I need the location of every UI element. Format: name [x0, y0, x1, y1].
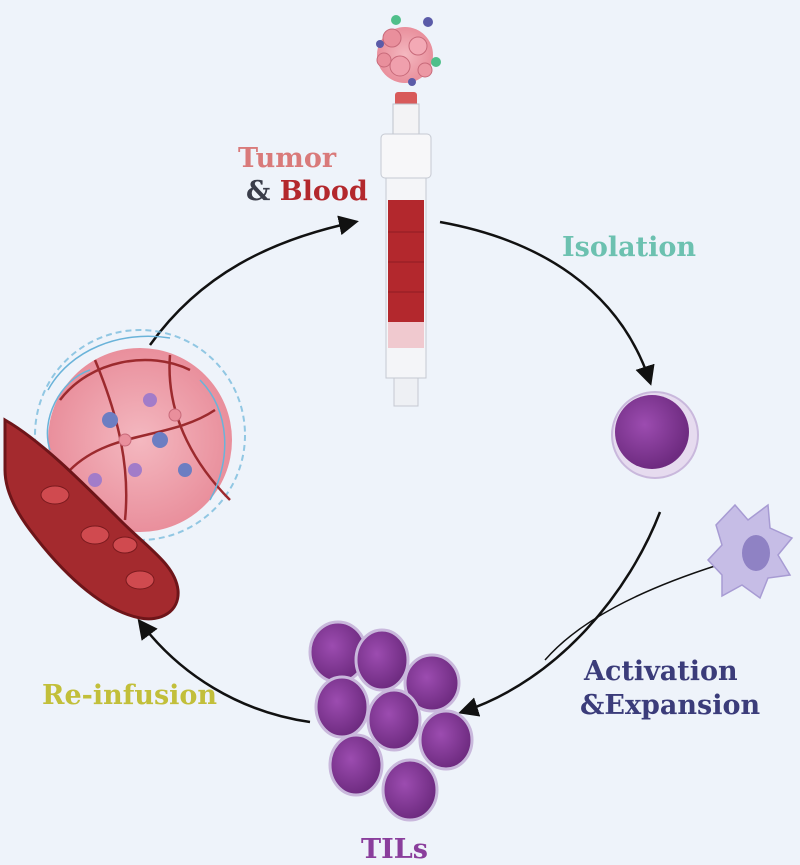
tumor-sample-icon [376, 15, 441, 86]
dendritic-cell-icon [706, 503, 794, 600]
arrow-isolation-to-expansion [458, 511, 662, 717]
arrow-collection-to-isolation [439, 220, 655, 386]
activation-label: Activation [584, 656, 738, 687]
blood-label: & Blood [246, 178, 368, 205]
tumor-text: Tumor [238, 143, 337, 174]
isolated-t-cell-icon [611, 391, 699, 479]
reinfusion-label: Re-infusion [42, 680, 218, 711]
arrow-reinfusion-to-collection [148, 215, 359, 346]
blood-collection-tube-icon [380, 92, 432, 407]
tumor-with-blood-vessel-icon [3, 329, 246, 621]
arrow-dendritic-to-expansion [544, 564, 719, 661]
tils-cluster-icon [308, 620, 474, 822]
isolation-label: Isolation [562, 232, 696, 263]
ampersand-text: & [246, 176, 280, 207]
blood-text: Blood [279, 176, 368, 207]
tumor-label: Tumor [238, 145, 336, 172]
tils-label: TILs [361, 834, 428, 865]
arrow-expansion-to-reinfusion [137, 618, 311, 724]
expansion-label: &Expansion [580, 690, 761, 721]
